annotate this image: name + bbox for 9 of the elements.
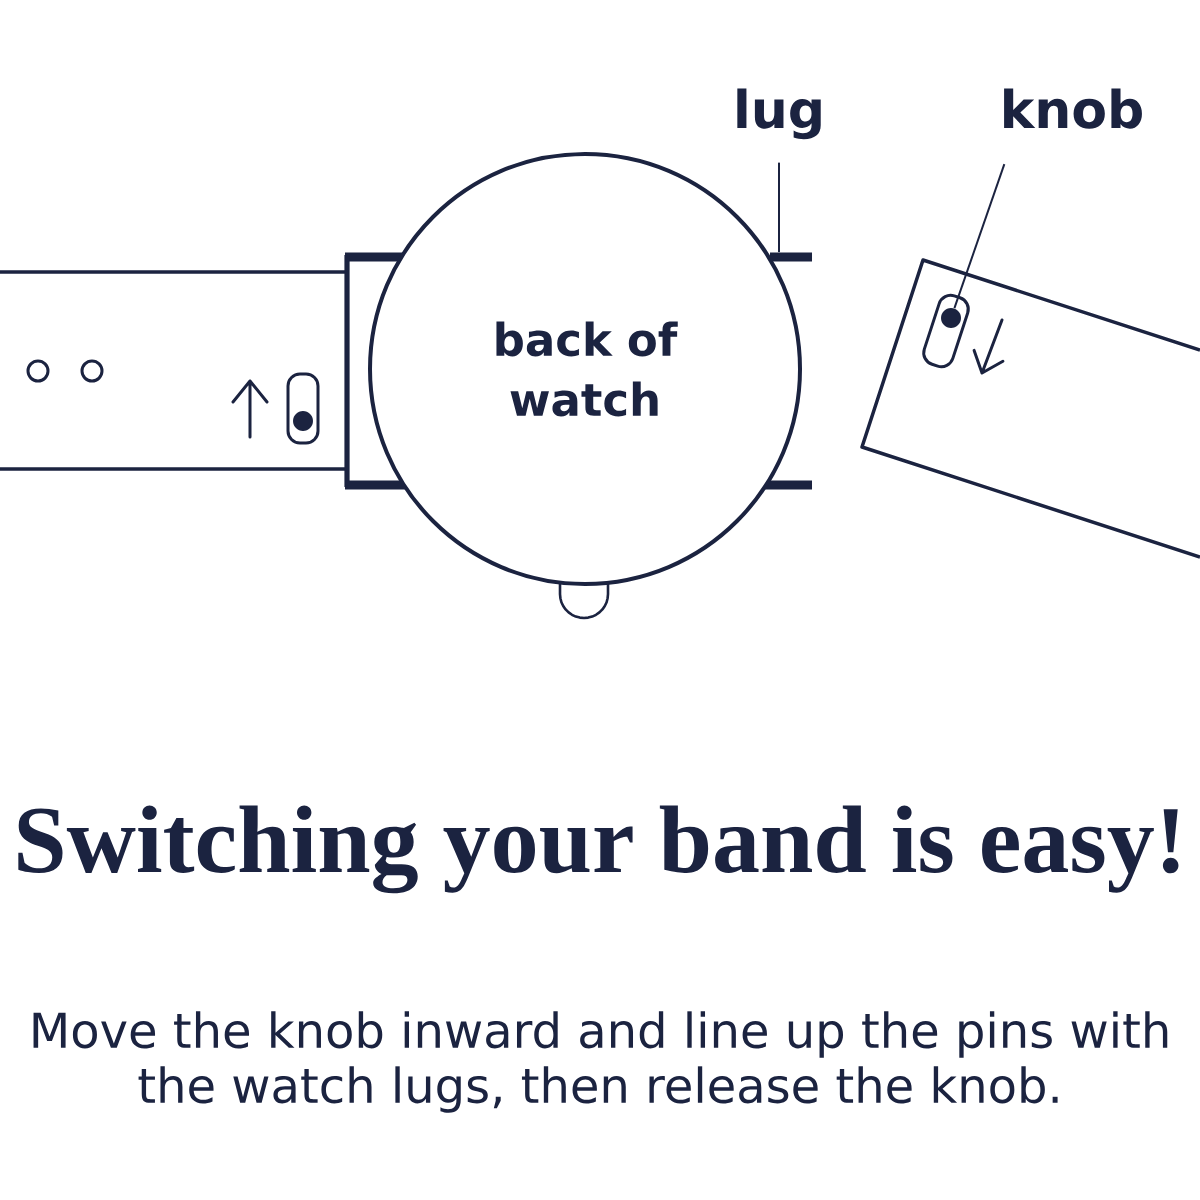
instruction-text: Move the knob inward and line up the pins with the watch lugs, then release the knob. [33, 1011, 1168, 1113]
title: Switching your band is easy! [18, 805, 1179, 894]
knob-dot [941, 308, 961, 328]
callout-label: lug [737, 88, 821, 140]
lug-bar [770, 252, 812, 262]
knob-dot [293, 411, 313, 431]
leader-line [953, 163, 1006, 310]
callout-label: knob [1004, 88, 1142, 129]
leader-line [778, 161, 780, 254]
